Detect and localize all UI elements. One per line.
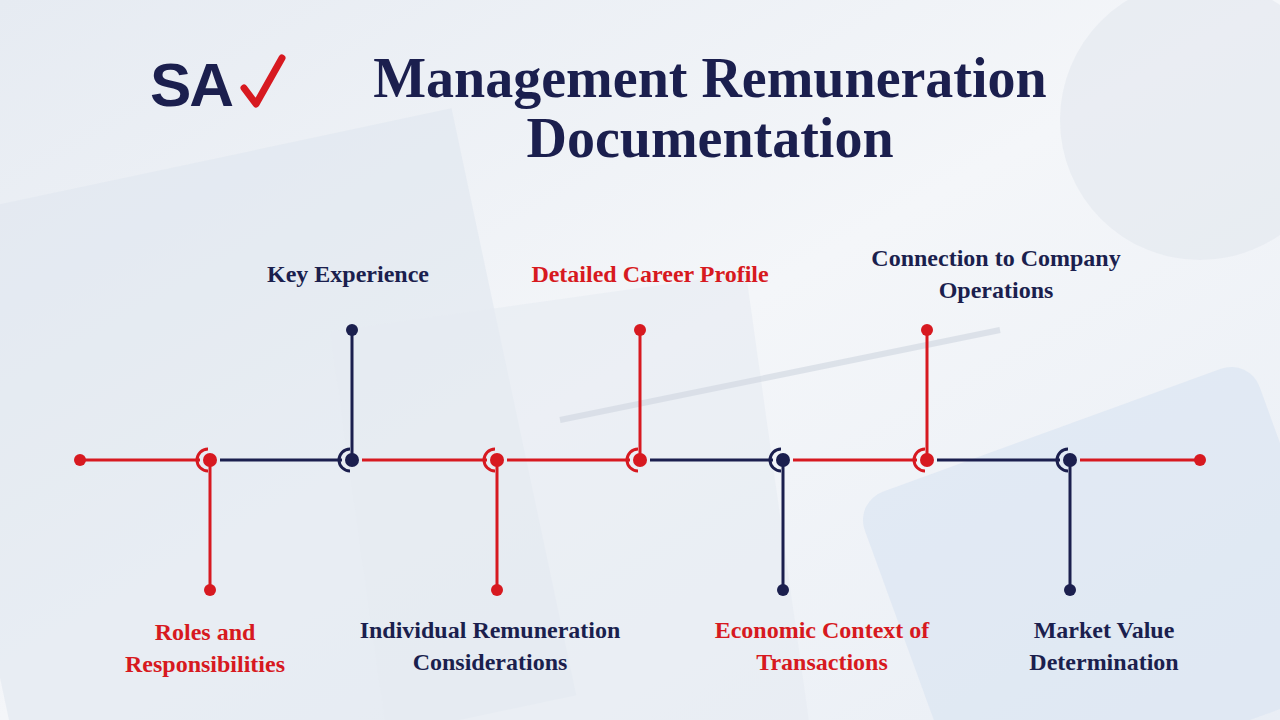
junction-dot bbox=[1063, 453, 1077, 467]
leader-line bbox=[1069, 460, 1072, 590]
junction-dot bbox=[920, 453, 934, 467]
timeline-segment bbox=[507, 459, 630, 462]
end-dot bbox=[204, 584, 216, 596]
junction-dot bbox=[490, 453, 504, 467]
step-label: Individual Remuneration Considerations bbox=[320, 614, 660, 678]
end-dot bbox=[634, 324, 646, 336]
step-label: Market Value Determination bbox=[999, 614, 1209, 678]
timeline-segment bbox=[937, 459, 1060, 462]
leader-line bbox=[496, 460, 499, 590]
end-dot bbox=[74, 454, 86, 466]
step-label: Economic Context of Transactions bbox=[677, 614, 967, 678]
junction-dot bbox=[633, 453, 647, 467]
junction-dot bbox=[203, 453, 217, 467]
end-dot bbox=[1064, 584, 1076, 596]
leader-line bbox=[351, 330, 354, 460]
end-dot bbox=[346, 324, 358, 336]
leader-line bbox=[209, 460, 212, 590]
junction-dot bbox=[345, 453, 359, 467]
timeline-segment bbox=[362, 459, 487, 462]
leader-line bbox=[782, 460, 785, 590]
timeline-segment bbox=[80, 459, 200, 462]
logo-text: SA bbox=[150, 50, 232, 120]
junction-dot bbox=[776, 453, 790, 467]
leader-line bbox=[926, 330, 929, 460]
timeline-segment bbox=[793, 459, 917, 462]
step-label: Key Experience bbox=[218, 258, 478, 290]
step-label: Detailed Career Profile bbox=[490, 258, 810, 290]
timeline-segment bbox=[650, 459, 773, 462]
end-dot bbox=[1194, 454, 1206, 466]
leader-line bbox=[639, 330, 642, 460]
end-dot bbox=[921, 324, 933, 336]
logo-check bbox=[244, 58, 282, 104]
timeline-segment bbox=[1080, 459, 1200, 462]
end-dot bbox=[491, 584, 503, 596]
end-dot bbox=[777, 584, 789, 596]
diagram-title: Management Remuneration Documentation bbox=[295, 48, 1125, 168]
step-label: Connection to Company Operations bbox=[846, 242, 1146, 306]
step-label: Roles and Responsibilities bbox=[100, 616, 310, 680]
timeline-segment bbox=[220, 459, 342, 462]
